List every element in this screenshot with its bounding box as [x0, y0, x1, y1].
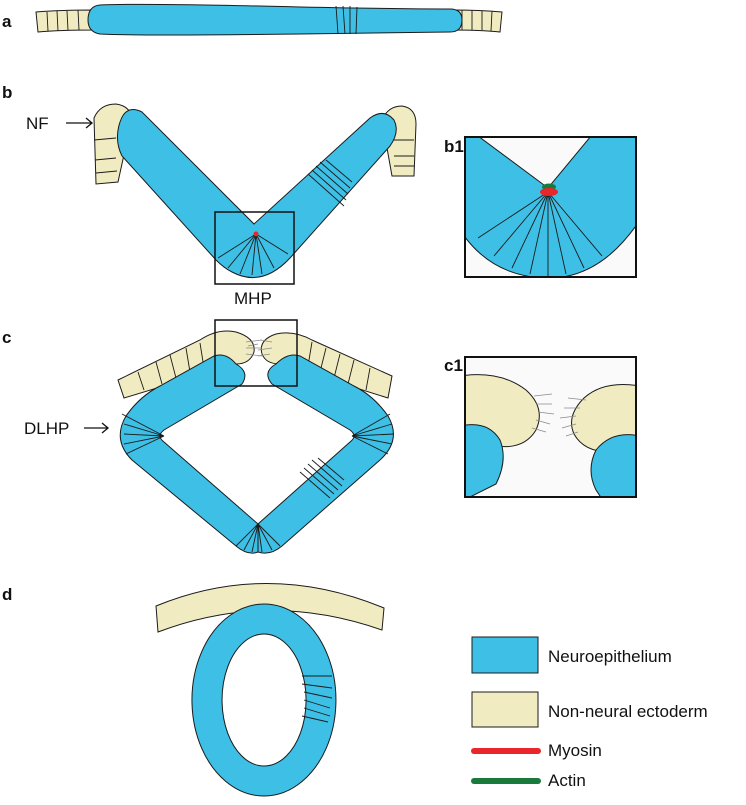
panel-d: d	[2, 583, 385, 797]
panel-c-dlhp-right-cells	[351, 413, 395, 455]
panel-c1-neuroepithelium-right	[590, 434, 636, 497]
panel-b-lateral-cell-lines	[307, 159, 353, 207]
panel-c-ectoderm-right-cells	[307, 341, 371, 391]
legend: Neuroepithelium Non-neural ectoderm Myos…	[471, 636, 708, 790]
panel-a: a	[2, 3, 503, 36]
legend-label-actin: Actin	[548, 771, 586, 790]
panel-c1-protrusions-left	[531, 393, 555, 433]
nf-label: NF	[26, 114, 49, 133]
panel-b-ectoderm-left-cells	[93, 137, 118, 174]
dlhp-label: DLHP	[24, 419, 69, 438]
nf-arrow	[66, 117, 94, 129]
panel-c1-neuroepithelium-left	[465, 424, 504, 497]
panel-a-label: a	[2, 12, 12, 31]
panel-d-neural-tube	[191, 603, 337, 797]
panel-b1-myosin	[540, 188, 558, 196]
panel-b1-neural-plate	[465, 137, 636, 277]
mhp-label: MHP	[234, 289, 272, 308]
panel-b1-label: b1	[444, 137, 464, 156]
panel-a-cell-lines	[335, 5, 358, 35]
panel-b-hinge-cell-lines	[217, 233, 289, 276]
panel-c-neural-tube-right	[257, 354, 394, 554]
panel-b1-frame	[464, 136, 637, 278]
panel-c-label: c	[2, 328, 11, 347]
panel-b-zoom-box	[214, 211, 295, 285]
panel-c-mhp-cells	[235, 523, 281, 553]
panel-b: b NF MHP	[2, 83, 417, 308]
legend-swatch-neuroepithelium	[471, 636, 539, 674]
panel-c1: c1	[444, 356, 637, 498]
legend-label-neuroepithelium: Neuroepithelium	[548, 647, 672, 666]
panel-b1: b1	[444, 136, 637, 278]
panel-a-ectoderm-left	[35, 9, 97, 33]
panel-c-zoom-box	[214, 319, 298, 387]
panel-c-ectoderm-left-cells	[137, 342, 205, 391]
panel-b1-cell-lines	[477, 191, 603, 276]
legend-label-myosin: Myosin	[548, 741, 602, 760]
panel-a-neural-plate	[87, 3, 463, 36]
panel-c: c DLHP	[2, 319, 395, 554]
panel-c-dlhp-left-cells	[121, 413, 165, 455]
panel-c1-frame	[464, 356, 637, 498]
panel-c1-protrusions-right	[559, 397, 587, 437]
panel-d-label: d	[2, 585, 12, 604]
panel-d-cell-lines	[301, 675, 333, 723]
legend-swatch-ectoderm	[471, 691, 539, 728]
panel-b-label: b	[2, 83, 12, 102]
panel-c-protrusions-left	[245, 339, 263, 357]
panel-c1-label: c1	[444, 356, 463, 375]
panel-c-lateral-cells	[299, 457, 345, 499]
panel-b-myosin-dot	[253, 231, 259, 237]
panel-a-ectoderm-right	[451, 9, 503, 33]
dlhp-arrow	[84, 422, 110, 434]
panel-c-protrusions-right	[257, 339, 273, 357]
panel-a-ectoderm-left-cells	[46, 9, 80, 32]
legend-label-ectoderm: Non-neural ectoderm	[548, 702, 708, 721]
panel-b-ectoderm-right-cells	[394, 139, 414, 167]
panel-b-neural-plate	[116, 109, 397, 279]
